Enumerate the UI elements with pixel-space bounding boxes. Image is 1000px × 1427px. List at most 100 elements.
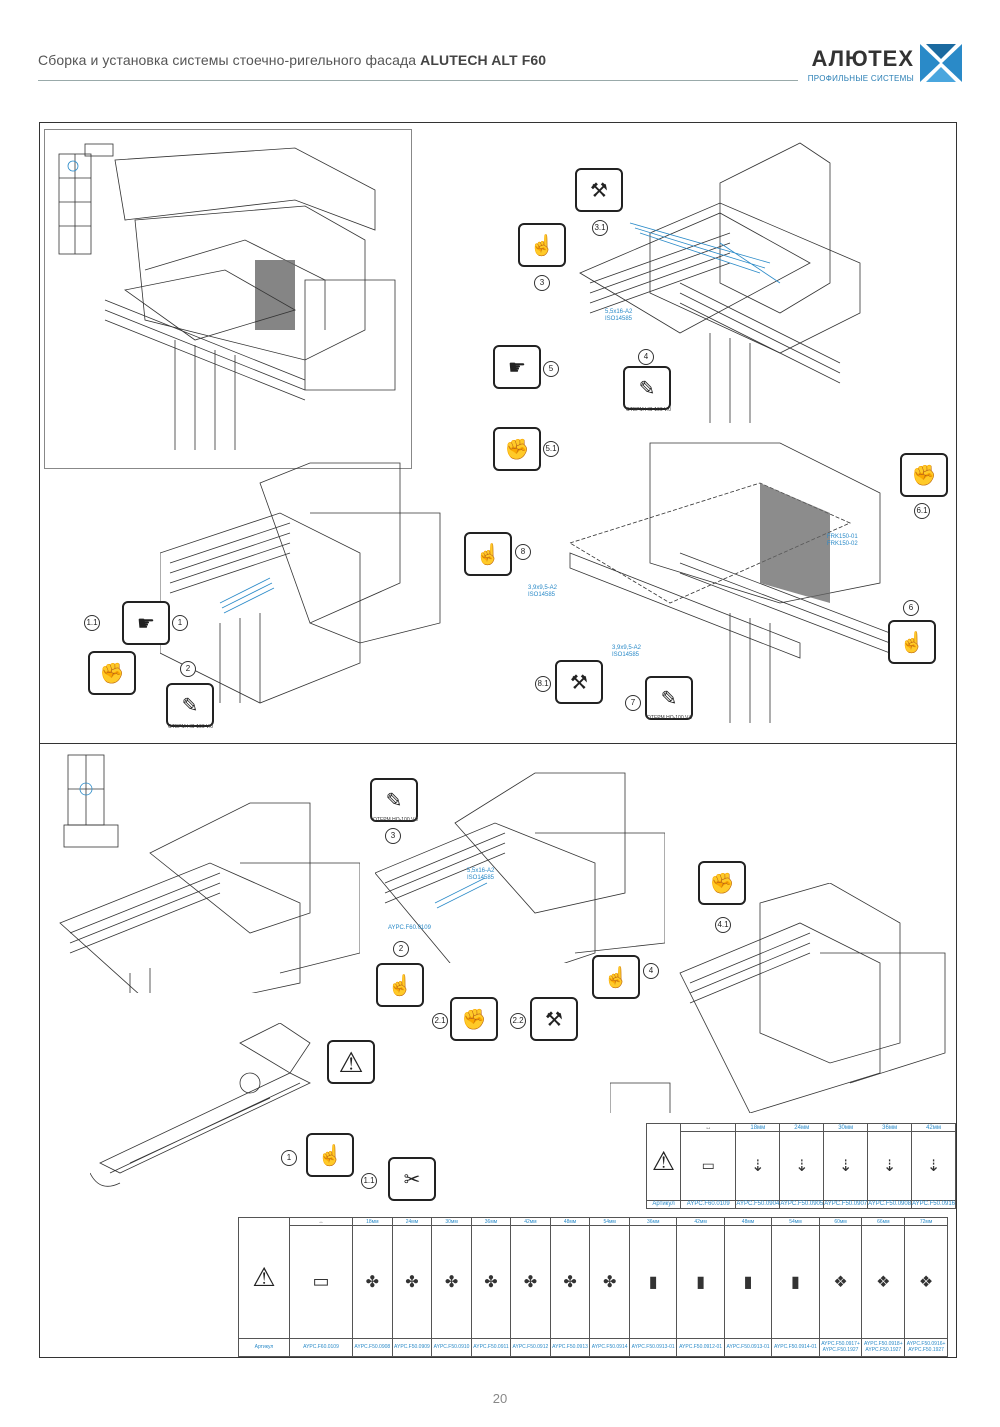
small-icon-1: ⇣ (779, 1131, 825, 1201)
sealant-gun-icon: ✎ (623, 366, 671, 410)
big-icon-4: ✤ (510, 1225, 551, 1339)
sealant-label-3: ОТЕРМ НО-100 V.0 (647, 715, 693, 721)
hand-pointing-icon-2: ☝ (464, 532, 512, 576)
callout-5-1: 5.1 (543, 441, 559, 457)
big-icon-12: ❖ (861, 1225, 906, 1339)
callout-2-1: 2.1 (432, 1013, 448, 1029)
callout-4-b: 4 (643, 963, 659, 979)
callout-2: 2 (180, 661, 196, 677)
hand-pointing-icon-3: ☝ (888, 620, 936, 664)
force-hand-icon: ✊ (493, 427, 541, 471)
assembly-drawing-3 (160, 462, 441, 704)
big-article-7: AYPC.F50.0913-01 (628, 1337, 678, 1358)
big-article-13: AYPC.F50.0916+ AYPC.F50.1927 (904, 1337, 948, 1358)
small-table-article-label: Артикул (645, 1199, 682, 1210)
small-icon-3: ⇣ (867, 1131, 913, 1201)
big-article-8: AYPC.F50.0912-01 (676, 1337, 725, 1358)
callout-4: 4 (638, 349, 654, 365)
small-size-1: 24мм (779, 1122, 825, 1133)
screw-label-1: 5,5x16-А2 ISO14585 (605, 309, 633, 322)
big-icon-6: ✤ (589, 1225, 630, 1339)
big-extension-table: ⚠ ↔ 18мм 24мм 30мм 36мм 42мм 48мм 54мм 3… (238, 1216, 948, 1358)
big-size-3: 36мм (470, 1216, 512, 1227)
small-article-0: AYPC.F50.0904 (735, 1199, 781, 1210)
callout-3-1: 3.1 (592, 220, 608, 236)
hand-pointing-right-icon: ☛ (493, 345, 541, 389)
force-hand-icon-2: ✊ (88, 651, 136, 695)
small-table-part-number: AYPC.F60.0109 (680, 1199, 737, 1210)
big-size-10: 54мм (771, 1216, 820, 1227)
hand-pointing-icon-6: ☝ (306, 1133, 354, 1177)
big-size-11: 60мм (818, 1216, 863, 1227)
big-size-9: 48мм (723, 1216, 773, 1227)
big-table-dim-cell: ↔ (289, 1216, 353, 1227)
sealant-gun-icon-3: ✎ (645, 676, 693, 720)
small-article-2: AYPC.F50.0907 (823, 1199, 869, 1210)
big-size-12: 66мм (861, 1216, 906, 1227)
section-divider (40, 743, 956, 744)
assembly-drawing-7 (610, 883, 946, 1113)
big-size-8: 42мм (676, 1216, 725, 1227)
drill-icon: ⚒ (575, 168, 623, 212)
logo-mark-icon (920, 44, 962, 82)
assembly-drawing-2 (579, 142, 861, 423)
big-article-1: AYPC.F50.0909 (391, 1337, 433, 1358)
sealant-label-1: ОТЕРМ НО-100 V.0 (626, 407, 672, 413)
small-article-3: AYPC.F50.0908 (867, 1199, 913, 1210)
header-rule (38, 80, 798, 81)
callout-1-1-c: 1.1 (361, 1173, 377, 1189)
small-article-1: AYPC.F50.0905 (779, 1199, 825, 1210)
force-hand-icon-3: ✊ (900, 453, 948, 497)
callout-6-1: 6.1 (914, 503, 930, 519)
assembly-drawing-1 (58, 143, 396, 450)
hand-pointing-icon-5: ☝ (592, 955, 640, 999)
callout-4-1: 4.1 (715, 917, 731, 933)
big-article-9: AYPC.F50.0913-01 (723, 1337, 773, 1358)
big-icon-0: ✤ (352, 1225, 393, 1339)
small-table-part-drawing: ▭ (680, 1131, 737, 1201)
brand-logo: АЛЮТЕХ ПРОФИЛЬНЫЕ СИСТЕМЫ (792, 40, 962, 90)
big-size-1: 24мм (391, 1216, 433, 1227)
force-hand-icon-4: ✊ (450, 997, 498, 1041)
small-table-warning-cell: ⚠ (645, 1123, 682, 1201)
big-article-10: AYPC.F50.0914-01 (771, 1337, 820, 1358)
big-table-part-drawing: ▭ (289, 1225, 353, 1339)
screw-label-4: 5,5x16-А2 ISO14585 (467, 868, 495, 881)
sealant-label-2: ОТЕРМ НО-100 V.0 (168, 724, 214, 730)
big-article-11: AYPC.F50.0917+ AYPC.F50.1927 (818, 1337, 863, 1358)
big-size-7: 36мм (628, 1216, 678, 1227)
callout-8: 8 (515, 544, 531, 560)
callout-7: 7 (625, 695, 641, 711)
callout-2-b: 2 (393, 941, 409, 957)
big-icon-9: ▮ (723, 1225, 773, 1339)
big-article-6: AYPC.F50.0914 (589, 1337, 630, 1358)
hand-pointing-icon-4: ☝ (376, 963, 424, 1007)
callout-6: 6 (903, 600, 919, 616)
big-table-article-label: Артикул (238, 1337, 290, 1358)
big-article-5: AYPC.F50.0913 (549, 1337, 591, 1358)
small-table-dim-cell: ↔ (680, 1122, 737, 1133)
page-title: Сборка и установка системы стоечно-ригел… (38, 52, 547, 68)
big-size-6: 54мм (589, 1216, 630, 1227)
small-size-2: 30мм (823, 1122, 869, 1133)
big-icon-7: ▮ (628, 1225, 678, 1339)
small-size-3: 36мм (867, 1122, 913, 1133)
screw-label-2: 3,9x9,5-А2 ISO14585 (528, 585, 558, 598)
callout-5: 5 (543, 361, 559, 377)
sealant-gun-icon-2: ✎ (166, 683, 214, 727)
assembly-drawing-5 (59, 754, 360, 993)
frk-label: FRK150-01 FRK150-02 (827, 534, 858, 547)
small-size-0: 18мм (735, 1122, 781, 1133)
callout-3-b: 3 (385, 828, 401, 844)
assembly-drawing-6 (375, 772, 665, 963)
small-size-4: 42мм (911, 1122, 956, 1133)
warning-icon: ⚠ (327, 1040, 375, 1084)
small-extension-table: ⚠ ↔ 18мм 24мм 30мм 36мм 42мм ▭ ⇣ ⇣ ⇣ ⇣ ⇣… (645, 1122, 956, 1210)
big-article-4: AYPC.F50.0912 (510, 1337, 551, 1358)
callout-8-1: 8.1 (535, 676, 551, 692)
small-icon-0: ⇣ (735, 1131, 781, 1201)
big-article-2: AYPC.F50.0910 (431, 1337, 472, 1358)
big-icon-3: ✤ (470, 1225, 512, 1339)
big-size-2: 30мм (431, 1216, 472, 1227)
big-icon-11: ❖ (818, 1225, 863, 1339)
